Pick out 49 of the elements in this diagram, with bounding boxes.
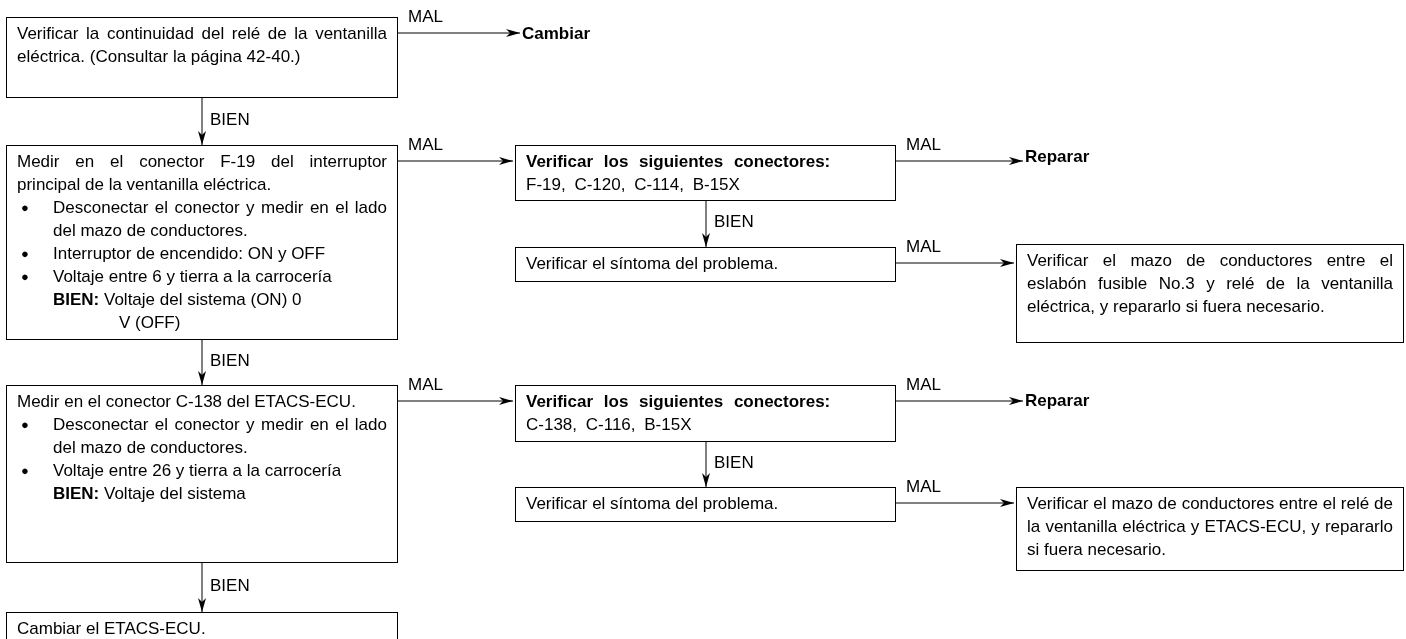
step-heading: Verificar los siguientes conectores: (526, 151, 832, 173)
process-box (6, 385, 398, 563)
step-text: Medir en el conector F-19 del interruptor principal de la ventanilla eléctrica. (17, 151, 387, 196)
bullet-mark: ● (20, 245, 30, 263)
process-box (515, 247, 896, 282)
process-box (515, 145, 896, 201)
step-text: Verificar el mazo de conductores entre el eslabón fusible No.3 y relé de la ventanilla eléctrica, y repararlo si fuera necesario. (1027, 250, 1393, 318)
arrow (397, 157, 514, 165)
arrow (198, 562, 206, 613)
bullet-item: Desconectar el conector y medir en el lado del mazo de conductores. (53, 414, 387, 459)
bullet-mark: ● (20, 268, 30, 286)
process-box (1016, 244, 1404, 343)
arrow (895, 157, 1024, 165)
step-heading: Verificar los siguientes conectores: (526, 391, 832, 413)
step-text: Verificar el mazo de conductores entre el relé de la ventanilla eléctrica y ETACS-ECU, y repararlo si fuera necesario. (1027, 493, 1393, 561)
process-box (6, 145, 398, 340)
step-text: Verificar la continuidad del relé de la ventanilla eléctrica. (Consultar la página 42-40.) (17, 23, 387, 68)
arrow (702, 441, 710, 488)
process-box (1016, 487, 1404, 571)
bullet-item: Voltaje entre 6 y tierra a la carrocería (53, 266, 333, 288)
arrow (198, 97, 206, 146)
process-box (6, 17, 398, 98)
action-text: Reparar (1025, 147, 1090, 166)
bullet-item: Desconectar el conector y medir en el lado del mazo de conductores. (53, 197, 387, 242)
bullet-mark: ● (20, 462, 30, 480)
step-text: Medir en el conector C-138 del ETACS-ECU. (17, 391, 357, 413)
arrow (702, 199, 710, 248)
process-box (515, 385, 896, 442)
result-text: BIEN: Voltaje del sistema (53, 483, 247, 505)
step-text: Verificar el síntoma del problema. (526, 253, 780, 275)
connector-list: F-19, C-120, C-114, B-15X (526, 173, 885, 196)
action-text: Cambiar (522, 24, 591, 43)
arrow (198, 339, 206, 386)
process-box (515, 487, 896, 522)
action-text: Reparar (1025, 391, 1090, 410)
result-text: BIEN: Voltaje del sistema (ON) 0 V (OFF) (53, 289, 303, 334)
arrow (895, 397, 1024, 405)
step-text: Cambiar el ETACS-ECU. (17, 618, 207, 639)
arrow (397, 29, 521, 37)
arrow (895, 259, 1015, 267)
arrow (895, 499, 1015, 507)
bullet-item: Voltaje entre 26 y tierra a la carrocería (53, 460, 343, 482)
bullet-item: Interruptor de encendido: ON y OFF (53, 243, 327, 265)
process-box (6, 612, 398, 639)
step-text: Verificar el síntoma del problema. (526, 493, 780, 515)
bullet-mark: ● (20, 416, 30, 434)
bullet-mark: ● (20, 199, 30, 217)
arrow (397, 397, 514, 405)
connector-list: C-138, C-116, B-15X (526, 413, 885, 436)
